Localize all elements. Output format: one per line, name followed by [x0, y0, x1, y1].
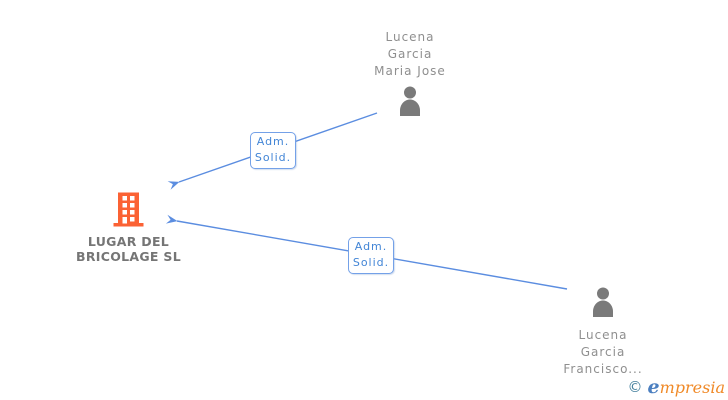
node-person-top[interactable]: Lucena Garcia Maria Jose	[340, 29, 480, 120]
edge-label-text-line: Adm.	[354, 240, 388, 253]
edge-label-adm-solid-top[interactable]: Adm. Solid.	[250, 132, 296, 169]
person-name-line: Garcia	[580, 345, 626, 359]
person-name: Lucena Garcia Maria Jose	[340, 29, 480, 80]
person-name-line: Francisco...	[563, 362, 643, 376]
brand-name: mpresia	[659, 378, 725, 397]
edge-label-text-line: Solid.	[254, 151, 292, 164]
person-name-line: Lucena	[578, 328, 628, 342]
person-name: Lucena Garcia Francisco...	[533, 327, 673, 378]
node-company[interactable]: LUGAR DEL BRICOLAGE SL	[58, 192, 199, 264]
person-icon	[397, 86, 423, 116]
copyright-icon: ©	[627, 378, 643, 396]
edge-label-text-line: Adm.	[256, 135, 290, 148]
edge-label-adm-solid-bottom[interactable]: Adm. Solid.	[348, 237, 394, 274]
person-name-line: Garcia	[387, 47, 433, 61]
empresia-logo[interactable]: ©empresia	[628, 376, 726, 398]
company-name-line: BRICOLAGE SL	[76, 249, 181, 264]
person-icon	[590, 287, 616, 317]
brand-initial: e	[647, 376, 660, 398]
building-icon	[113, 192, 144, 227]
company-name: LUGAR DEL BRICOLAGE SL	[58, 234, 199, 264]
node-person-bottom[interactable]: Lucena Garcia Francisco...	[533, 287, 673, 378]
company-name-line: LUGAR DEL	[87, 234, 170, 249]
person-name-line: Maria Jose	[374, 64, 446, 78]
edge-label-text-line: Solid.	[352, 256, 390, 269]
person-name-line: Lucena	[385, 30, 435, 44]
